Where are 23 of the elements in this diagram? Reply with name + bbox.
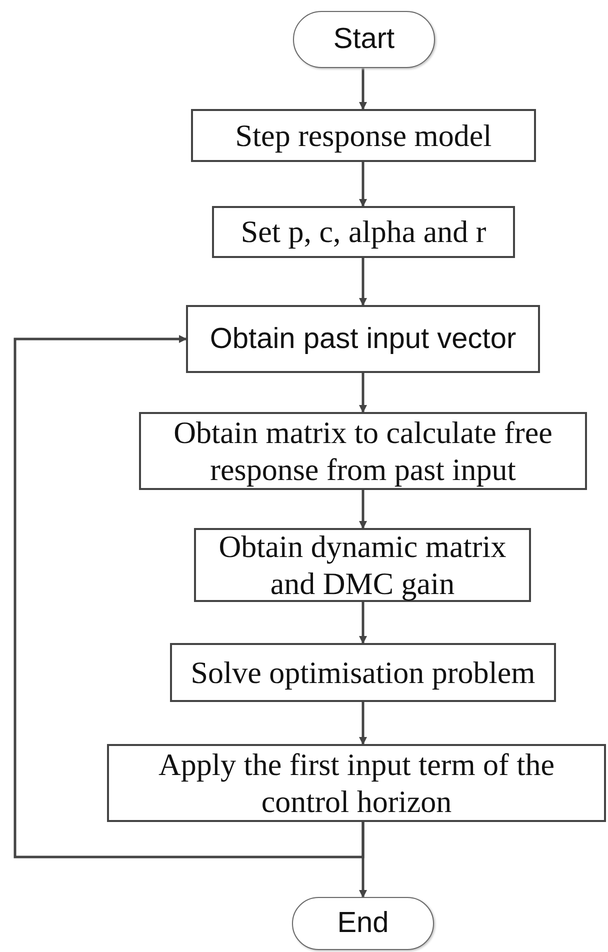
arrow [359, 602, 367, 644]
arrow [359, 702, 367, 745]
node-text: Obtain past input vector [210, 322, 516, 356]
arrow [359, 258, 367, 306]
process-box [107, 744, 606, 822]
node-text: Set p, c, alpha and r [240, 213, 486, 251]
arrow [14, 335, 364, 858]
process-box [170, 643, 556, 702]
node-text: Obtain matrix to calculate free response from past input [172, 414, 554, 488]
node-text: Step response model [235, 116, 492, 154]
node-text: Start [333, 22, 395, 57]
arrow [359, 162, 367, 207]
node-text: End [337, 906, 389, 941]
node-text: Solve optimisation problem [190, 654, 536, 692]
process-box [212, 206, 515, 258]
process-box [139, 412, 587, 490]
arrow [359, 68, 367, 110]
node-text: Obtain dynamic matrix and DMC gain [218, 528, 508, 602]
process-box [186, 305, 540, 373]
process-box [191, 109, 536, 162]
node-text: Apply the first input term of the control horizon [157, 746, 556, 820]
arrow [359, 373, 367, 413]
arrow [359, 490, 367, 529]
